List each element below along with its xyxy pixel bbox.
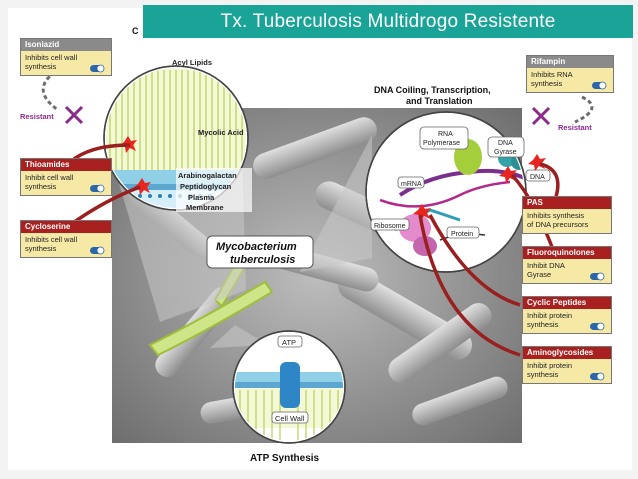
pill-icon <box>89 181 109 193</box>
label-peptidoglycan: Peptidoglycan <box>180 182 232 191</box>
drug-effect-line1: Inhibits synthesis <box>527 211 585 220</box>
inhibition-star <box>528 154 546 171</box>
label-dna-gyrase-1: DNA <box>498 140 513 147</box>
label-membrane: Membrane <box>186 203 224 212</box>
drug-effect-line2: synthesis <box>527 370 559 379</box>
label-ribosome: Ribosome <box>374 223 406 230</box>
resistance-left: Resistant <box>20 70 84 125</box>
label-mrna: mRNA <box>401 181 422 188</box>
organism-label: Mycobacterium tuberculosis <box>206 235 314 269</box>
drug-effect-line1: Inhibit DNA <box>527 261 565 270</box>
drug-effect-line1: Inhibits cell wall <box>25 235 78 244</box>
pill-icon <box>589 369 609 381</box>
dna-zoom: DNA Coiling, Transcription, and Translat… <box>300 85 551 273</box>
label-dna: DNA <box>530 174 545 181</box>
drug-effect-line1: Inhibits RNA <box>531 70 573 79</box>
label-rna: RNA <box>438 131 453 138</box>
drug-name: Cycloserine <box>21 221 111 233</box>
pill-icon <box>89 243 109 255</box>
pill-icon <box>589 269 609 281</box>
resistant-label-left: Resistant <box>20 112 54 121</box>
label-arabinogalactan: Arabinogalactan <box>178 171 237 180</box>
label-mycolic-acid: Mycolic Acid <box>198 128 244 137</box>
drug-name: Rifampin <box>527 56 613 68</box>
label-cell-wall: Cell Wall <box>275 414 305 423</box>
drug-name: Thioamides <box>21 159 111 171</box>
drug-name: Aminoglycosides <box>523 347 611 359</box>
drug-name: PAS <box>523 197 611 209</box>
resistance-right: Resistant <box>531 95 594 132</box>
dna-title-line1: DNA Coiling, Transcription, <box>374 85 491 95</box>
label-atp: ATP <box>282 338 296 347</box>
slide-title: Tx. Tuberculosis Multidrogo Resistente <box>220 10 556 32</box>
drug-effect-line2: synthesis <box>531 79 563 88</box>
atp-zoom: ATP Cell Wall ATP Synthesis <box>210 325 346 464</box>
inhibition-star <box>133 178 151 195</box>
label-plasma: Plasma <box>188 193 215 202</box>
pill-icon <box>589 319 609 331</box>
drug-effect-line2: Gyrase <box>527 270 552 279</box>
cell-wall-zoom: Acyl Lipids Mycolic Acid Arabinogalactan… <box>103 58 252 322</box>
drug-name: Fluoroquinolones <box>523 247 611 259</box>
inhibition-star <box>413 204 431 221</box>
label-protein: Protein <box>451 231 473 238</box>
drug-effect-line2: synthesis <box>25 182 57 191</box>
label-polymerase: Polymerase <box>423 140 460 147</box>
label-acyl-lipids: Acyl Lipids <box>172 58 212 67</box>
label-dna-gyrase-2: Gyrase <box>494 149 517 156</box>
drug-name: Isoniazid <box>21 39 111 51</box>
dna-title-line2: and Translation <box>406 96 473 106</box>
drug-effect-line2: of DNA precursors <box>527 220 589 229</box>
drug-effect-line2: synthesis <box>25 62 57 71</box>
drug-effect-line1: Inhibit protein <box>527 361 573 370</box>
drug-effect-line2: synthesis <box>527 320 559 329</box>
drug-name: Cyclic Peptides <box>523 297 611 309</box>
title-bar: Tx. Tuberculosis Multidrogo Resistente <box>143 5 633 38</box>
pill-icon <box>591 78 611 90</box>
corner-letter: C <box>132 26 139 36</box>
organism-line2: tuberculosis <box>230 254 295 266</box>
drug-effect-line1: Inhibit protein <box>527 311 573 320</box>
pill-icon <box>89 61 109 73</box>
resistant-label-right: Resistant <box>558 123 592 132</box>
drug-effect-line1: Inhibit cell wall <box>25 173 74 182</box>
drug-effect-line1: Inhibits cell wall <box>25 53 78 62</box>
drug-effect-line2: synthesis <box>25 244 57 253</box>
inhibition-star <box>499 166 517 183</box>
atp-caption: ATP Synthesis <box>250 453 320 464</box>
organism-line1: Mycobacterium <box>216 241 297 253</box>
